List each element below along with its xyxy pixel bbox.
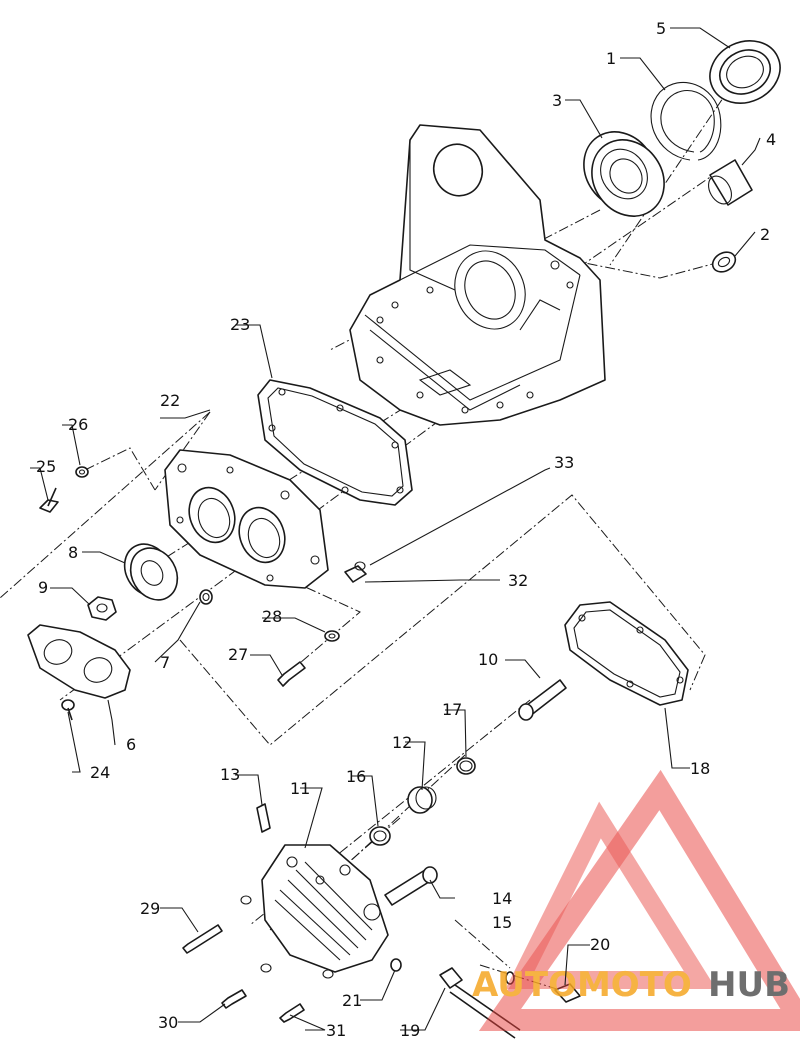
callout-16: 16 [346, 767, 366, 786]
callout-14: 14 [492, 889, 512, 908]
callout-1: 1 [606, 49, 616, 68]
callout-19: 19 [400, 1021, 420, 1040]
callout-21: 21 [342, 991, 362, 1010]
callout-33: 33 [554, 453, 574, 472]
part-12-plug [407, 786, 437, 814]
part-6-plate [27, 624, 131, 699]
callout-2: 2 [760, 225, 770, 244]
part-30-bolt [221, 963, 272, 1009]
callout-32: 32 [508, 571, 528, 590]
part-7-plug [199, 589, 213, 605]
callout-26: 26 [68, 415, 88, 434]
watermark-text-gray: HUB [708, 965, 790, 1005]
callout-27: 27 [228, 645, 248, 664]
callout-7: 7 [160, 653, 170, 672]
callout-22: 22 [160, 391, 180, 410]
part-31-bolt [279, 969, 334, 1023]
part-26-washer [75, 466, 89, 478]
callout-numbers: 1 2 3 4 5 6 7 8 9 10 11 12 13 14 15 16 1… [36, 19, 776, 1040]
part-5-oil-seal [709, 40, 781, 104]
part-20-fitting [505, 971, 581, 1003]
callout-13: 13 [220, 765, 240, 784]
callout-23: 23 [230, 315, 250, 334]
callout-10: 10 [478, 650, 498, 669]
part-14-15-bolt [384, 866, 438, 906]
part-3-bearing [583, 131, 665, 217]
callout-25: 25 [36, 457, 56, 476]
part-28-washer [324, 630, 340, 642]
callout-3: 3 [552, 91, 562, 110]
part-24-bolt [61, 699, 75, 721]
callout-6: 6 [126, 735, 136, 754]
callout-24: 24 [90, 763, 110, 782]
part-4-needle-bearing [707, 159, 753, 206]
callout-11: 11 [290, 779, 310, 798]
part-27-bolt [277, 661, 306, 687]
callout-17: 17 [442, 700, 462, 719]
watermark-logo: AUTOMOTO HUB [472, 769, 800, 1031]
part-2-bushing [711, 251, 737, 273]
callout-29: 29 [140, 899, 160, 918]
part-13-screw [256, 803, 271, 833]
leader-lines [30, 27, 761, 1031]
watermark-triangle [478, 769, 800, 1031]
part-8-bearing [123, 543, 179, 601]
callout-9: 9 [38, 578, 48, 597]
part-21-washer [390, 958, 402, 972]
part-11-side-cover [261, 844, 389, 973]
callout-18: 18 [690, 759, 710, 778]
callout-4: 4 [766, 130, 776, 149]
part-29-bolt [182, 895, 252, 954]
callout-5: 5 [656, 19, 666, 38]
callout-20: 20 [590, 935, 610, 954]
part-18-gasket [564, 601, 689, 706]
callout-15: 15 [492, 913, 512, 932]
callout-31: 31 [326, 1021, 346, 1040]
callout-28: 28 [262, 607, 282, 626]
watermark-text-orange: AUTOMOTO [472, 965, 692, 1005]
part-33-fitting [344, 561, 367, 583]
part-25-bolt [39, 487, 59, 513]
part-22-bearing-housing [164, 449, 329, 589]
transmission-case [349, 124, 606, 426]
part-9-nut [87, 596, 117, 621]
part-10-bolt [518, 679, 567, 721]
part-16-o-ring [369, 826, 391, 846]
part-1-retaining-ring [650, 81, 722, 161]
callout-8: 8 [68, 543, 78, 562]
part-17-o-ring [456, 757, 476, 775]
part-23-gasket [257, 379, 413, 506]
callout-30: 30 [158, 1013, 178, 1032]
callout-12: 12 [392, 733, 412, 752]
